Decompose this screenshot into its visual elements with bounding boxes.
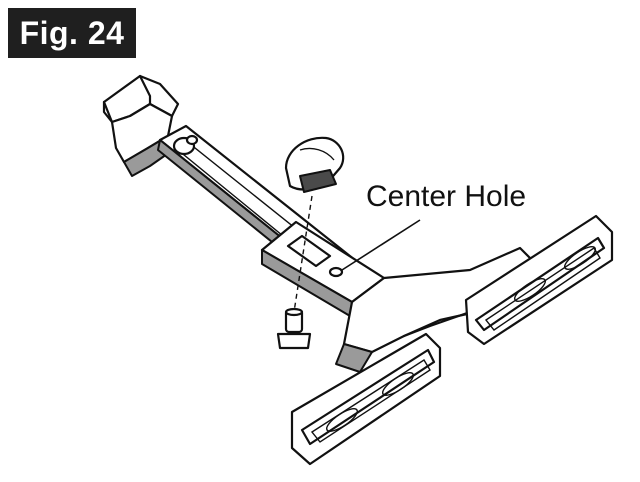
wing-knob xyxy=(284,136,345,193)
center-hole-callout: Center Hole xyxy=(366,180,527,213)
center-hole-leader-line xyxy=(341,219,421,271)
top-hook-clamp xyxy=(102,74,180,177)
arm-pivot-knob xyxy=(172,134,199,156)
alignment-dashed-line xyxy=(293,195,313,313)
right-foot-pad xyxy=(464,214,614,346)
left-foot-pad xyxy=(290,332,442,466)
figure-label: Fig. 24 xyxy=(8,8,136,58)
screw xyxy=(276,307,312,350)
center-hole xyxy=(328,266,344,278)
slide-block xyxy=(260,220,386,317)
